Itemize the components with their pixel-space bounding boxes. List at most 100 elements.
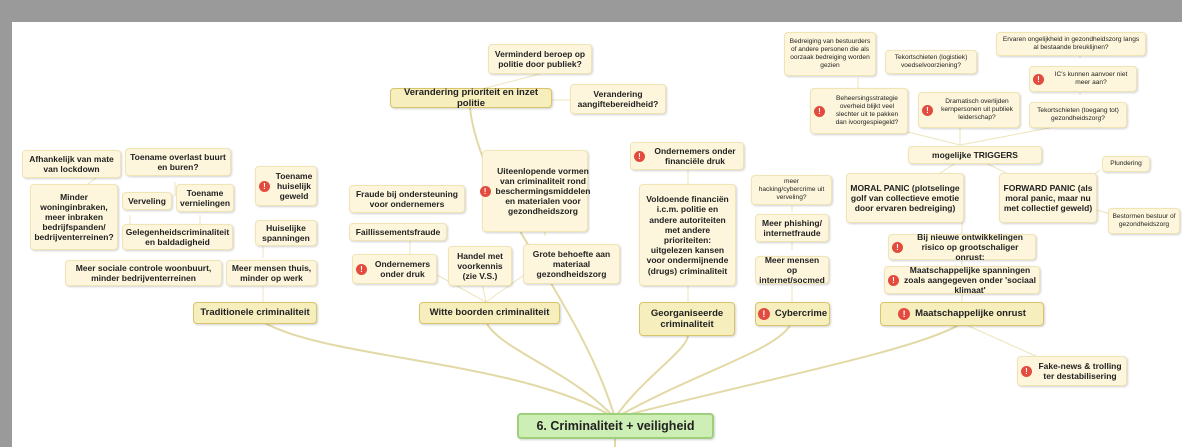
node-vernielingen[interactable]: Toename vernielingen xyxy=(176,184,234,212)
node-label: Fraude bij ondersteuning voor ondernemer… xyxy=(355,188,458,209)
branch-label: Witte boorden criminaliteit xyxy=(429,307,550,319)
link-root-georganiseerd xyxy=(614,334,689,419)
node-label: Meer mensen op internet/socmed xyxy=(759,254,825,286)
node-label: Bedreiging van bestuurders of andere per… xyxy=(789,38,871,69)
root-node[interactable]: 6. Criminaliteit + veiligheid xyxy=(517,413,714,439)
warning-icon: ! xyxy=(814,105,825,117)
branch-label: Traditionele criminaliteit xyxy=(200,307,310,319)
branch-traditionele-criminaliteit[interactable]: Traditionele criminaliteit xyxy=(193,302,317,324)
node-woninginbraken[interactable]: Minder woninginbraken, meer inbraken bed… xyxy=(30,184,118,250)
warning-icon: ! xyxy=(634,150,645,162)
warning-icon: ! xyxy=(1021,365,1032,377)
node-forward-panic[interactable]: FORWARD PANIC (als moral panic, maar nu … xyxy=(999,173,1097,223)
node-lockdown[interactable]: Afhankelijk van mate van lockdown xyxy=(22,150,121,178)
branch-cybercrime[interactable]: ! Cybercrime xyxy=(755,302,830,326)
node-huiselijke-spanningen[interactable]: Huiselijke spanningen xyxy=(255,220,317,246)
node-uitgelezen-kansen[interactable]: Voldoende financiën i.c.m. politie en an… xyxy=(639,184,736,286)
node-label: Plundering xyxy=(1110,160,1142,168)
branch-witte-boorden-criminaliteit[interactable]: Witte boorden criminaliteit xyxy=(419,302,560,324)
node-maatschappelijke-spanningen[interactable]: ! Maatschappelijke spanningen zoals aang… xyxy=(884,264,1040,296)
node-faillissement[interactable]: Faillissementsfraude xyxy=(349,223,447,241)
node-label: Toename overlast buurt en buren? xyxy=(130,151,226,172)
node-label: Beheersingsstrategie overheid blijkt vee… xyxy=(835,95,899,126)
node-verveling[interactable]: Verveling xyxy=(122,192,172,210)
node-moral-panic[interactable]: MORAL PANIC (plotselinge golf van collec… xyxy=(846,173,964,223)
branch-label: Cybercrime xyxy=(774,308,828,320)
node-label: Tekortschieten (logistiek) voedselvoorzi… xyxy=(894,54,968,69)
node-label: FORWARD PANIC (als moral panic, maar nu … xyxy=(1003,182,1093,214)
branch-maatschappelijke-onrust[interactable]: ! Maatschappelijke onrust xyxy=(880,302,1044,326)
node-label: Verminderd beroep op politie door publie… xyxy=(494,48,586,69)
warning-icon: ! xyxy=(479,185,491,197)
node-financiele-druk[interactable]: ! Ondernemers onder financiële druk xyxy=(630,142,744,170)
node-ondernemers-druk[interactable]: ! Ondernemers onder druk xyxy=(352,254,437,284)
node-huiselijk-geweld[interactable]: ! Toename huiselijk geweld xyxy=(255,166,317,206)
link-root-onrust xyxy=(614,322,963,419)
warning-icon: ! xyxy=(1033,73,1044,85)
node-label: IC's kunnen aanvoer niet meer aan? xyxy=(1054,71,1128,86)
root-label: 6. Criminaliteit + veiligheid xyxy=(536,418,695,433)
node-label: Meer sociale controle woonbuurt, minder … xyxy=(75,262,212,283)
node-label: Tekortschieten (toegang tot) gezondheids… xyxy=(1037,107,1119,122)
node-risico-onrust[interactable]: ! Bij nieuwe ontwikkelingen risico op gr… xyxy=(888,231,1036,263)
node-label: meer hacking/cybercrime uit verveling? xyxy=(758,178,825,201)
node-label: Meer mensen thuis, minder op werk xyxy=(231,262,312,283)
node-label: Ondernemers onder druk xyxy=(374,258,431,279)
node-vormen[interactable]: ! Uiteenlopende vormen van criminaliteit… xyxy=(479,150,591,232)
node-label: Grote behoefte aan materiaal gezondheids… xyxy=(532,248,611,280)
node-label: Voldoende financiën i.c.m. politie en an… xyxy=(646,194,729,276)
node-triggers[interactable]: mogelijke TRIGGERS xyxy=(908,146,1042,164)
node-label: Bestormen bestuur of gezondheidszorg xyxy=(1112,213,1176,228)
node-behoefte[interactable]: Grote behoefte aan materiaal gezondheids… xyxy=(523,244,620,284)
node-label: Verandering prioriteit en inzet politie xyxy=(403,86,539,109)
warning-icon: ! xyxy=(892,241,903,253)
node-label: Toename huiselijk geweld xyxy=(275,170,313,202)
link-root-cybercrime xyxy=(614,321,793,419)
node-label: Afhankelijk van mate van lockdown xyxy=(29,153,114,174)
node-plundering[interactable]: Plundering xyxy=(1102,156,1150,172)
node-handel[interactable]: Handel met voorkennis (zie V.S.) xyxy=(448,246,512,286)
warning-icon: ! xyxy=(259,180,270,192)
node-ongelijkheid[interactable]: Ervaren ongelijkheid in gezondheidszorg … xyxy=(996,32,1146,56)
node-toegang-zorg[interactable]: Tekortschieten (toegang tot) gezondheids… xyxy=(1029,102,1127,128)
node-label: Handel met voorkennis (zie V.S.) xyxy=(457,250,503,282)
politie-category[interactable]: Verandering prioriteit en inzet politie xyxy=(390,86,552,109)
node-fraude[interactable]: Fraude bij ondersteuning voor ondernemer… xyxy=(349,185,465,213)
node-fake-news[interactable]: ! Fake-news & trolling ter destabiliseri… xyxy=(1017,356,1127,386)
branch-label: Maatschappelijke onrust xyxy=(915,308,1026,320)
node-label: Minder woninginbraken, meer inbraken bed… xyxy=(34,191,114,243)
politie-aangifte[interactable]: Verandering aangiftebereidheid? xyxy=(570,84,666,114)
link-root-witteboorden xyxy=(485,321,616,419)
node-phishing[interactable]: Meer phishing/ internetfraude xyxy=(755,214,829,242)
node-dramatisch-overlijden[interactable]: ! Dramatisch overlijden kernpersonen uit… xyxy=(918,92,1020,128)
node-bedreiging[interactable]: Bedreiging van bestuurders of andere per… xyxy=(784,32,876,76)
node-label: Maatschappelijke spanningen zoals aangeg… xyxy=(904,264,1036,296)
node-label: Verveling xyxy=(128,195,166,206)
politie-beroep[interactable]: Verminderd beroep op politie door publie… xyxy=(488,44,592,74)
node-label: Uiteenlopende vormen van criminaliteit r… xyxy=(495,165,591,217)
node-label: mogelijke TRIGGERS xyxy=(932,149,1018,160)
node-label: Fake-news & trolling ter destabilisering xyxy=(1038,360,1122,381)
warning-icon: ! xyxy=(356,263,367,275)
node-label: Ervaren ongelijkheid in gezondheidszorg … xyxy=(1002,36,1140,51)
node-overlast[interactable]: Toename overlast buurt en buren? xyxy=(125,148,231,176)
node-voedselvoorziening[interactable]: Tekortschieten (logistiek) voedselvoorzi… xyxy=(885,50,977,74)
node-meer-internet[interactable]: Meer mensen op internet/socmed xyxy=(755,254,829,286)
node-sociale-controle[interactable]: Meer sociale controle woonbuurt, minder … xyxy=(65,260,222,286)
node-thuis[interactable]: Meer mensen thuis, minder op werk xyxy=(226,260,317,286)
branch-georganiseerde-criminaliteit[interactable]: Georganiseerde criminaliteit xyxy=(639,302,735,336)
node-label: Verandering aangiftebereidheid? xyxy=(577,88,659,109)
node-bestormen[interactable]: Bestormen bestuur of gezondheidszorg xyxy=(1108,208,1180,234)
node-label: Ondernemers onder financiële druk xyxy=(654,145,736,166)
node-label: Bij nieuwe ontwikkelingen risico op groo… xyxy=(917,231,1023,263)
warning-icon: ! xyxy=(898,308,911,320)
node-gelegenheid[interactable]: Gelegenheidscriminaliteit en baldadighei… xyxy=(122,224,233,250)
branch-label: Georganiseerde criminaliteit xyxy=(650,307,724,330)
node-ic-aanvoer[interactable]: ! IC's kunnen aanvoer niet meer aan? xyxy=(1029,66,1137,92)
node-beheersingsstrategie[interactable]: ! Beheersingsstrategie overheid blijkt v… xyxy=(810,88,908,134)
warning-icon: ! xyxy=(757,308,770,320)
node-label: Faillissementsfraude xyxy=(355,226,441,237)
node-label: MORAL PANIC (plotselinge golf van collec… xyxy=(850,182,960,214)
node-hacking-verveling[interactable]: meer hacking/cybercrime uit verveling? xyxy=(751,175,832,205)
node-label: Gelegenheidscriminaliteit en baldadighei… xyxy=(125,226,230,247)
